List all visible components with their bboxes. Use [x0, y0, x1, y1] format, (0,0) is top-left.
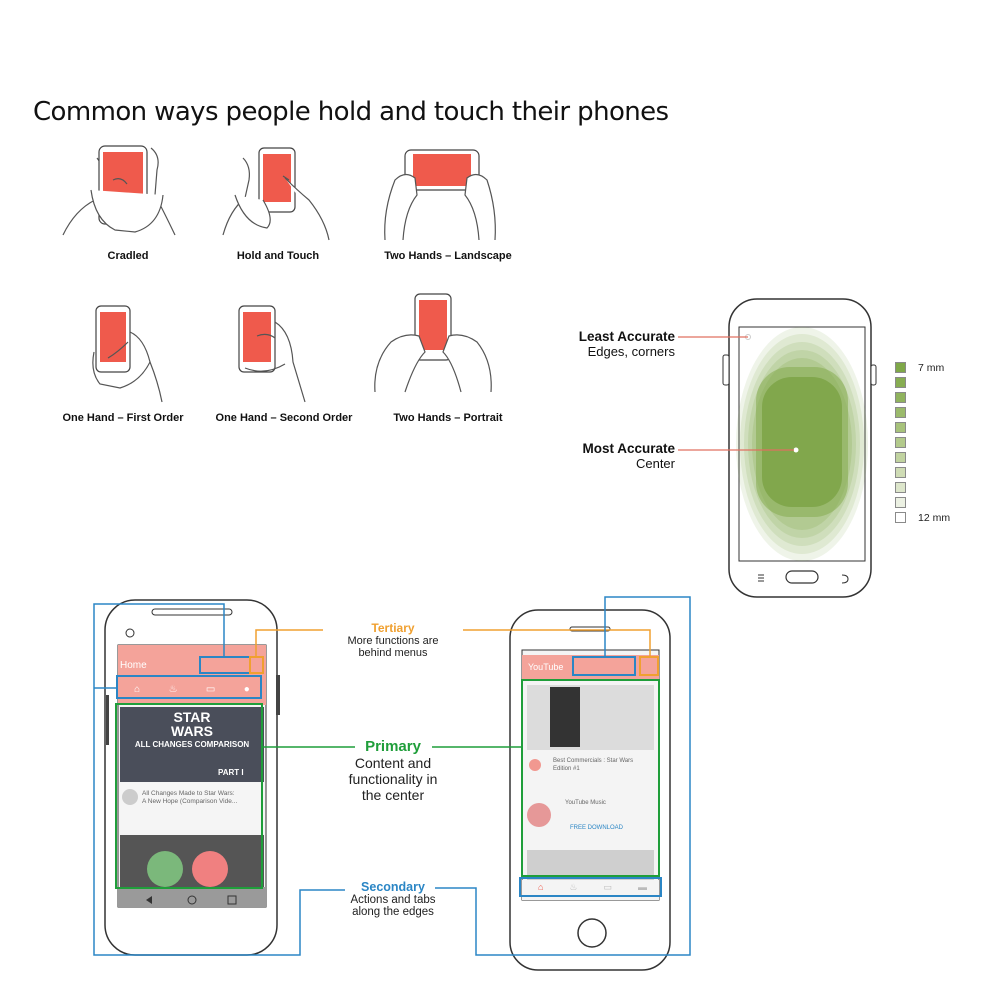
account-icon[interactable]: ●: [243, 684, 250, 695]
legend-step: [895, 482, 906, 493]
secondary-line1: Actions and tabs: [350, 894, 436, 906]
iphone-music-title: YouTube Music: [565, 800, 606, 806]
iphone-music-action[interactable]: FREE DOWNLOAD: [570, 825, 624, 831]
android-phone: [104, 599, 280, 956]
legend-step: [895, 512, 906, 523]
iphone-app-title: YouTube: [528, 662, 564, 672]
android-video-title: All Changes Made to Star Wars: A New Hop…: [142, 790, 237, 807]
tertiary-head: Tertiary: [371, 621, 415, 635]
tertiary-line2: behind menus: [358, 647, 428, 659]
legend-min-label: 7 mm: [918, 362, 945, 374]
trending-icon[interactable]: ♨: [569, 882, 578, 892]
legend-step: [895, 437, 906, 448]
banner-line1: STAR: [173, 709, 211, 725]
legend-step: [895, 467, 906, 478]
grip-hold-and-touch: Hold and Touch: [205, 140, 355, 262]
least-accurate-head: Least Accurate: [578, 329, 675, 344]
iphone-video-title-line1: Best Commercials : Star Wars: [553, 758, 634, 764]
most-accurate-head: Most Accurate: [582, 441, 675, 456]
home-icon[interactable]: ⌂: [537, 882, 544, 892]
one-hand-second-order-grip-icon: [238, 305, 306, 403]
grip-one-hand-first-order: One Hand – First Order: [60, 302, 210, 424]
accuracy-phone: [722, 298, 877, 598]
least-accurate-sub: Edges, corners: [587, 344, 675, 359]
legend-step: [895, 407, 906, 418]
tertiary-line1: More functions are: [347, 635, 439, 647]
grip-two-hands-portrait: Two Hands – Portrait: [365, 292, 515, 424]
primary-line3: the center: [361, 787, 425, 803]
secondary-callout: Secondary Actions and tabs along the edg…: [333, 880, 453, 918]
android-video-title-line1: All Changes Made to Star Wars:: [142, 790, 235, 797]
library-icon[interactable]: ▬: [637, 882, 647, 892]
banner-line3: ALL CHANGES COMPARISON: [134, 740, 250, 749]
two-hands-portrait-grip-icon: [374, 293, 492, 393]
one-hand-first-order-grip-icon: [92, 305, 163, 403]
tertiary-callout: Tertiary More functions are behind menus: [323, 621, 463, 659]
grip-cradled: Cradled: [55, 140, 205, 262]
primary-line2: functionality in: [348, 771, 438, 787]
two-hands-landscape-grip-icon: [384, 149, 496, 241]
legend-max-label: 12 mm: [918, 512, 951, 524]
grip-label: Two Hands – Portrait: [393, 412, 503, 424]
hold-and-touch-grip-icon: [222, 147, 330, 241]
legend-step: [895, 422, 906, 433]
legend-step: [895, 497, 906, 508]
iphone-video-title-line2: Edition #1: [553, 765, 580, 772]
primary-head: Primary: [365, 738, 421, 755]
home-icon[interactable]: ⌂: [134, 684, 141, 695]
legend-step: [895, 377, 906, 388]
android-nav-tabs: ⌂ ♨ ▭ ●: [120, 684, 264, 695]
secondary-line2: along the edges: [352, 906, 434, 918]
subscriptions-icon[interactable]: ▭: [205, 684, 216, 695]
accuracy-heatmap: [736, 327, 868, 561]
grip-two-hands-landscape: Two Hands – Landscape: [365, 140, 515, 262]
legend-step: [895, 362, 906, 373]
subscriptions-icon[interactable]: ▭: [603, 882, 612, 892]
android-app-title: Home: [120, 660, 147, 671]
secondary-head: Secondary: [361, 880, 425, 894]
grip-label: One Hand – First Order: [62, 412, 184, 424]
grip-label: Two Hands – Landscape: [384, 250, 512, 262]
android-banner: STAR WARS ALL CHANGES COMPARISON: [120, 710, 264, 749]
trending-icon[interactable]: ♨: [168, 684, 178, 695]
android-video-title-line2: A New Hope (Comparison Vide...: [142, 798, 238, 806]
cradled-grip-icon: [62, 145, 176, 236]
iphone-video-title: Best Commercials : Star Wars Edition #1: [553, 758, 633, 774]
grip-label: Cradled: [107, 250, 149, 262]
most-accurate-sub: Center: [635, 456, 675, 471]
banner-line2: WARS: [171, 723, 213, 739]
legend-step: [895, 452, 906, 463]
legend-step: [895, 392, 906, 403]
grip-label: One Hand – Second Order: [215, 412, 353, 424]
grip-label: Hold and Touch: [236, 250, 320, 262]
android-banner-tag: PART I: [218, 768, 244, 777]
accuracy-pointers: [678, 336, 794, 451]
grip-one-hand-second-order: One Hand – Second Order: [205, 302, 355, 424]
most-accurate-label: Most Accurate Center: [582, 441, 675, 471]
least-accurate-label: Least Accurate Edges, corners: [579, 329, 675, 359]
primary-callout: Primary Content and functionality in the…: [325, 738, 461, 803]
primary-line1: Content and: [354, 755, 432, 771]
iphone-tab-bar: ⌂ ♨ ▭ ▬: [525, 882, 660, 893]
page-title: Common ways people hold and touch their …: [33, 97, 669, 127]
